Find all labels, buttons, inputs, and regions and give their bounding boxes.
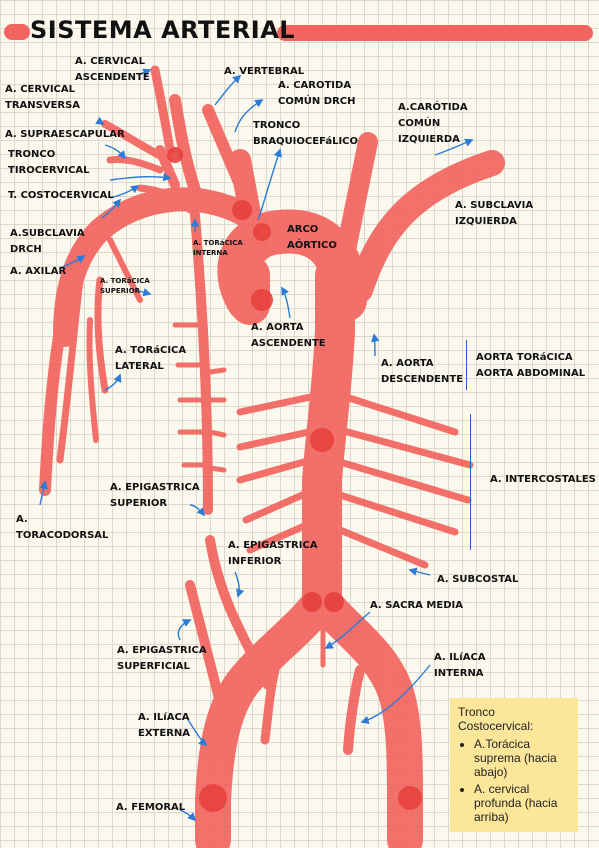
label-vertebral: A. VERTEBRAL <box>224 66 305 77</box>
knot <box>253 223 271 241</box>
iliaca-interna <box>343 665 365 755</box>
note-list: A.Torácica suprema (hacia abajo) A. cerv… <box>458 737 570 824</box>
tirocervical <box>155 145 180 190</box>
epigastrica-superficial <box>185 580 227 715</box>
subclavia-derecha <box>53 187 257 347</box>
iliaca-izquierda <box>304 582 423 848</box>
carotida-derecha <box>202 104 244 186</box>
cervical-ascendente <box>150 65 175 155</box>
toracica-lateral <box>94 276 109 394</box>
costocervical <box>136 184 194 214</box>
knot <box>167 147 183 163</box>
label-tronco-tirocervical: TRONCO TIROCERVICAL <box>8 149 90 176</box>
braquial <box>39 324 66 496</box>
supraescapular <box>106 156 164 174</box>
knot <box>251 289 273 311</box>
knot <box>232 200 252 220</box>
carotida-izquierda <box>335 132 378 265</box>
subclavia-izquierda <box>347 150 505 303</box>
label-sacra-media: A. SACRA MEDIA <box>370 600 463 611</box>
iliaca-interna-der <box>260 665 280 745</box>
brace-aorta <box>466 340 467 390</box>
knot <box>310 428 334 452</box>
label-subcostal: A. SUBCOSTAL <box>437 574 519 585</box>
iliaca-derecha <box>195 582 340 848</box>
knot <box>199 784 227 812</box>
label-tronco-braquiocefalico: TRONCO BRAQUIOCEFáLICO <box>253 120 358 147</box>
label-toracodorsal: A.TORACODORSAL <box>16 514 109 541</box>
label-intercostales: A. INTERCOSTALES <box>490 474 596 485</box>
toracica-interna <box>190 210 213 515</box>
note-item: A.Torácica suprema (hacia abajo) <box>474 737 570 779</box>
knot <box>302 592 322 612</box>
aorta-descendente <box>302 255 355 620</box>
note-item: A. cervical profunda (hacia arriba) <box>474 782 570 824</box>
page-title: SISTEMA ARTERIAL <box>30 16 296 44</box>
tronco-braquiocefalico <box>229 149 266 251</box>
sticky-note: Tronco Costocervical: A.Torácica suprema… <box>450 698 578 832</box>
label-costocervical: T. COSTOCERVICAL <box>8 190 114 201</box>
brace-intercostales <box>470 414 471 550</box>
toracodorsal <box>56 276 84 464</box>
label-femoral: A. FEMORAL <box>116 802 186 813</box>
label-axilar: A. AXILAR <box>10 266 67 277</box>
vertebral <box>169 94 201 196</box>
knot <box>324 592 344 612</box>
note-title: Tronco Costocervical: <box>458 705 534 733</box>
toracica-superior <box>107 237 143 303</box>
knot <box>398 786 422 810</box>
label-supraescapular: A. SUPRAESCAPULAR <box>5 129 125 140</box>
subescapular <box>86 317 99 443</box>
